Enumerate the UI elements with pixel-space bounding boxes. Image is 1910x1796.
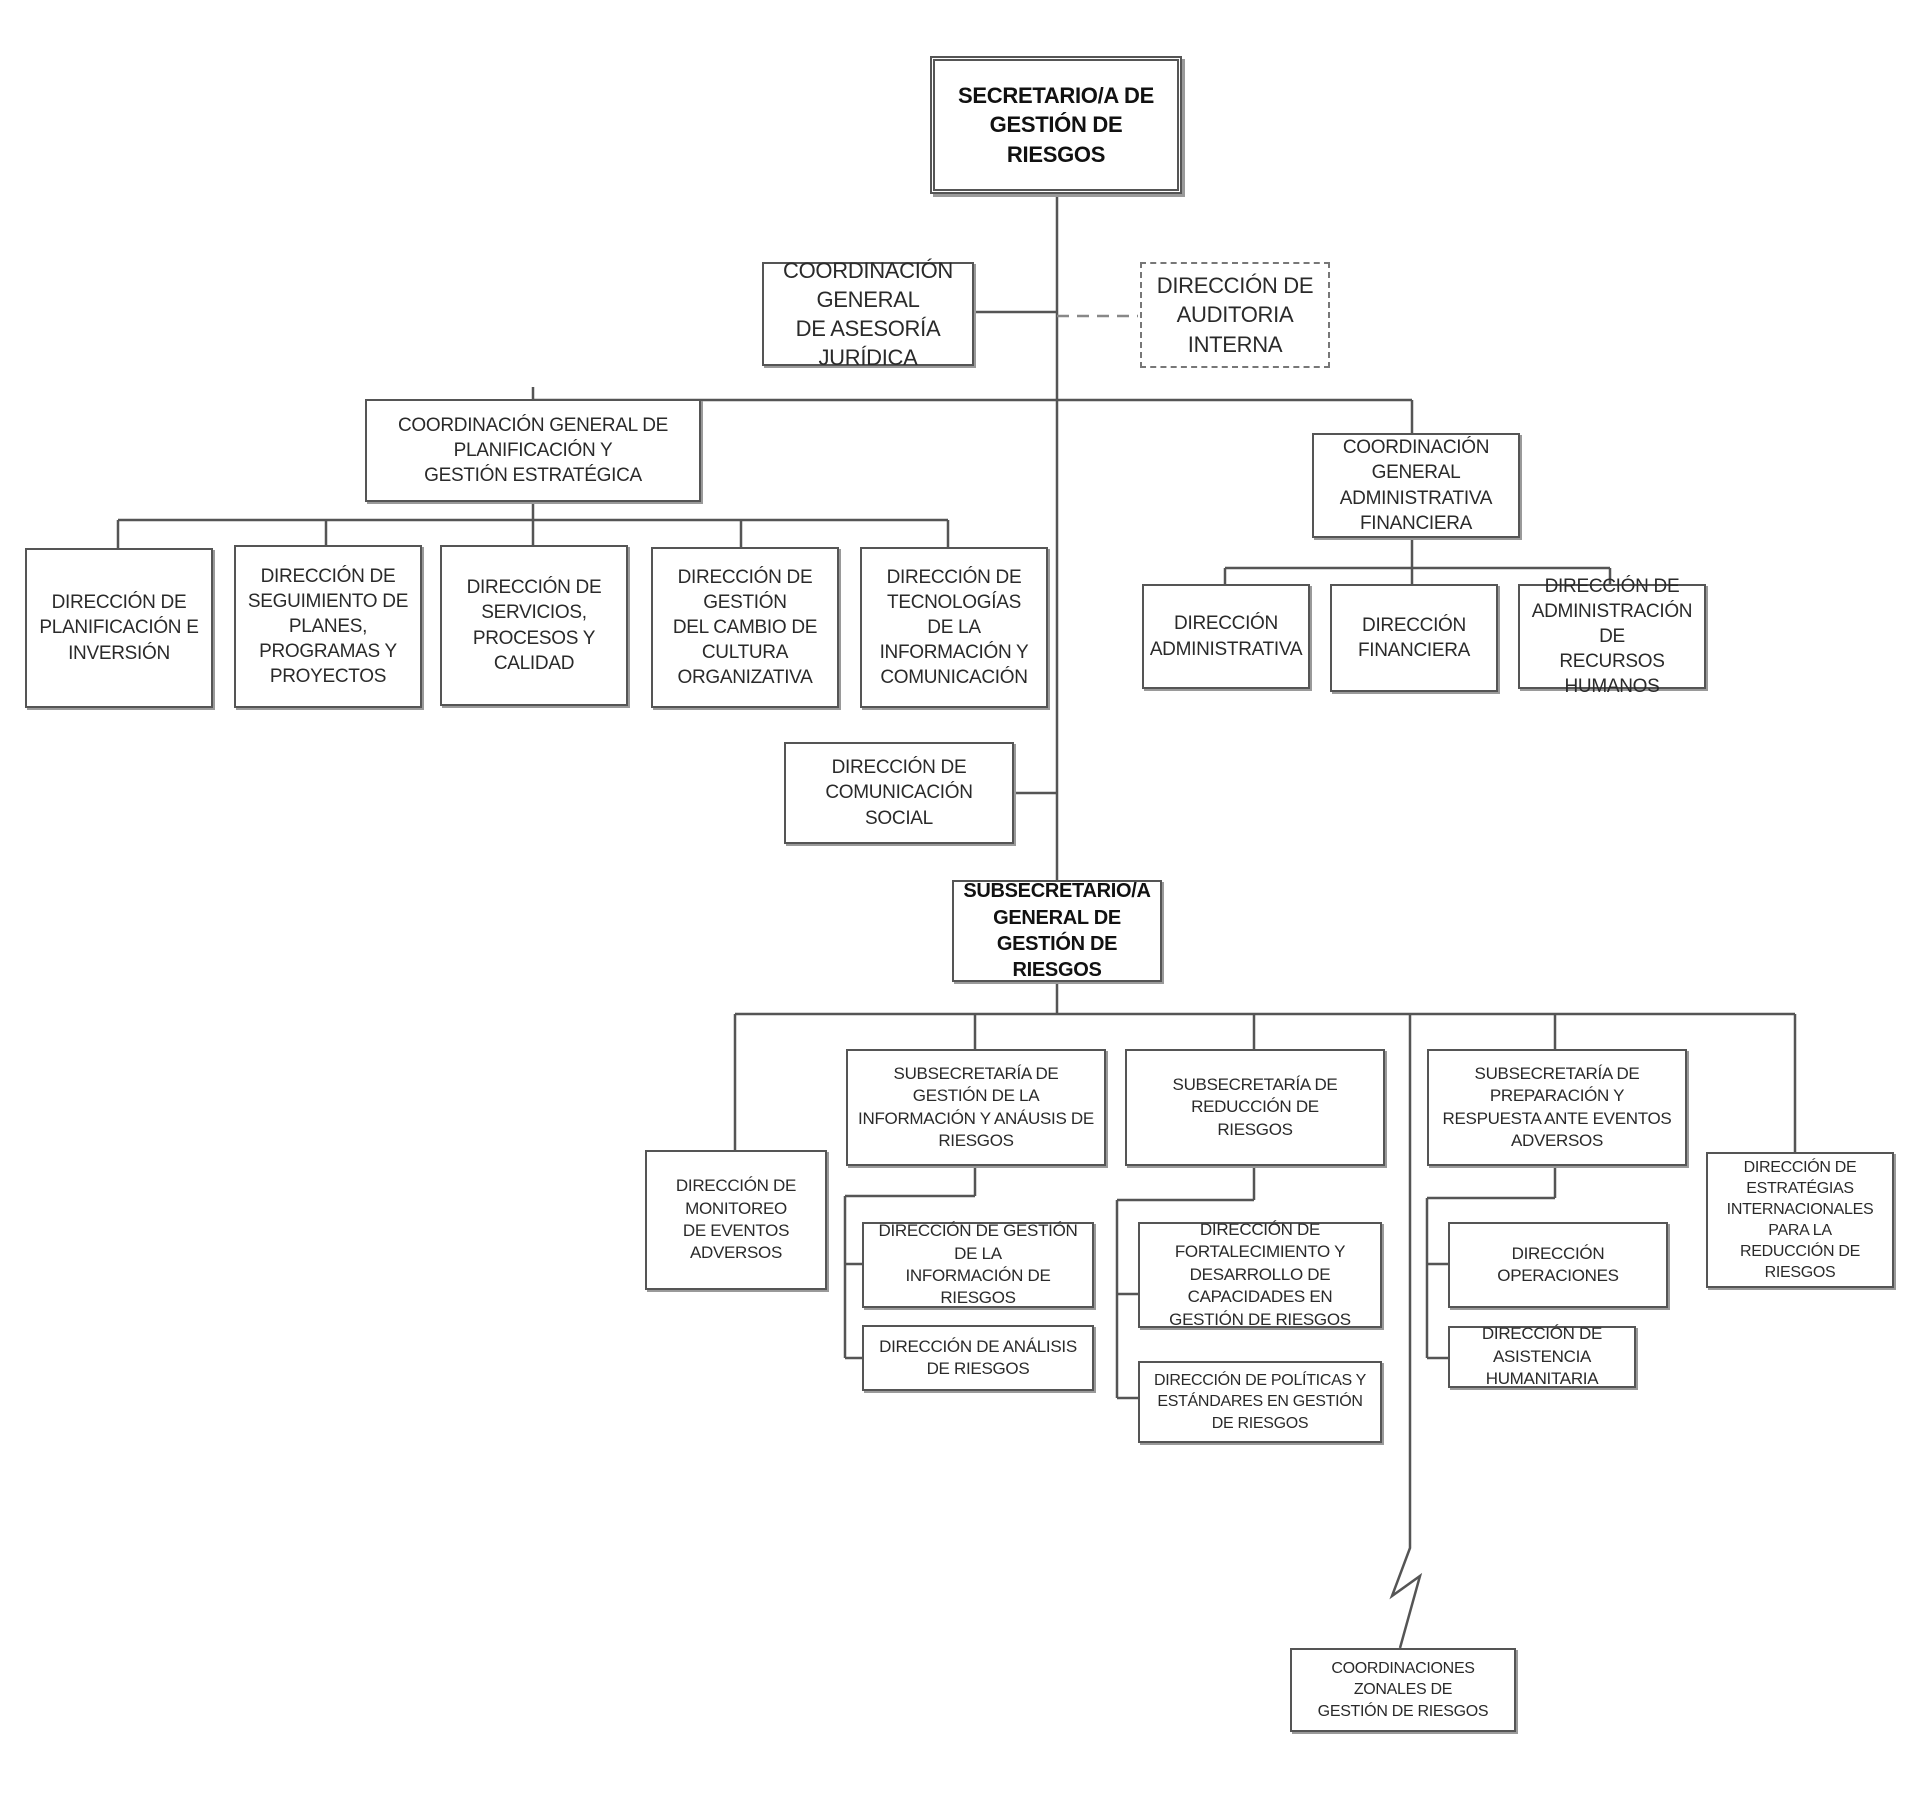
node-dir-politicas-label: DIRECCIÓN DE POLÍTICAS Y ESTÁNDARES EN G… [1153, 1372, 1367, 1432]
node-dir-fortalecimiento: DIRECCIÓN DE FORTALECIMIENTO Y DESARROLL… [1138, 1219, 1382, 1329]
node-secretario-label: SECRETARIO/A DE GESTIÓN DE RIESGOS [958, 83, 1154, 167]
node-dir-politicas: DIRECCIÓN DE POLÍTICAS Y ESTÁNDARES EN G… [1138, 1361, 1382, 1443]
node-dir-administrativa: DIRECCIÓN ADMINISTRATIVA [1142, 584, 1310, 689]
node-auditoria-interna-label: DIRECCIÓN DE AUDITORIA INTERNA [1156, 273, 1314, 357]
node-dir-rrhh-label: DIRECCIÓN DE ADMINISTRACIÓN DE RECURSOS … [1531, 575, 1693, 698]
node-coord-administrativa-label: COORDINACIÓN GENERAL ADMINISTRATIVA FINA… [1339, 437, 1493, 534]
node-dir-seguimiento: DIRECCIÓN DE SEGUIMIENTO DE PLANES, PROG… [234, 545, 422, 708]
node-dir-servicios-label: DIRECCIÓN DE SERVICIOS, PROCESOS Y CALID… [466, 577, 602, 674]
node-sub-reduccion: SUBSECRETARÍA DE REDUCCIÓN DE RIESGOS [1125, 1049, 1385, 1166]
node-dir-administrativa-label: DIRECCIÓN ADMINISTRATIVA [1149, 613, 1303, 660]
node-dir-financiera: DIRECCIÓN FINANCIERA [1330, 584, 1498, 692]
node-dir-financiera-label: DIRECCIÓN FINANCIERA [1357, 614, 1471, 661]
node-coordinaciones-zonales: COORDINACIONES ZONALES DE GESTIÓN DE RIE… [1290, 1648, 1516, 1732]
node-dir-fortalecimiento-label: DIRECCIÓN DE FORTALECIMIENTO Y DESARROLL… [1169, 1219, 1351, 1329]
node-sub-informacion: SUBSECRETARÍA DE GESTIÓN DE LA INFORMACI… [846, 1049, 1106, 1166]
node-dir-asistencia-label: DIRECCIÓN DE ASISTENCIA HUMANITARIA [1481, 1324, 1603, 1389]
node-dir-comunicacion-social: DIRECCIÓN DE COMUNICACIÓN SOCIAL [784, 742, 1014, 844]
node-coord-administrativa: COORDINACIÓN GENERAL ADMINISTRATIVA FINA… [1312, 433, 1520, 538]
node-dir-asistencia: DIRECCIÓN DE ASISTENCIA HUMANITARIA [1448, 1324, 1636, 1389]
node-secretario: SECRETARIO/A DE GESTIÓN DE RIESGOS [930, 56, 1182, 194]
node-dir-gestion-informacion: DIRECCIÓN DE GESTIÓN DE LA INFORMACIÓN D… [862, 1221, 1094, 1308]
node-subsecretario: SUBSECRETARIO/A GENERAL DE GESTIÓN DE RI… [952, 880, 1162, 982]
node-dir-rrhh: DIRECCIÓN DE ADMINISTRACIÓN DE RECURSOS … [1518, 576, 1706, 697]
node-dir-planificacion: DIRECCIÓN DE PLANIFICACIÓN E INVERSIÓN [25, 548, 213, 708]
node-dir-analisis-label: DIRECCIÓN DE ANÁLISIS DE RIESGOS [879, 1336, 1077, 1378]
connector-zonales [1389, 1014, 1423, 1649]
node-dir-analisis: DIRECCIÓN DE ANÁLISIS DE RIESGOS [862, 1325, 1094, 1391]
node-dir-gestion-informacion-label: DIRECCIÓN DE GESTIÓN DE LA INFORMACIÓN D… [878, 1221, 1078, 1308]
node-dir-estrategias-label: DIRECCIÓN DE ESTRATÉGIAS INTERNACIONALES… [1726, 1158, 1874, 1282]
node-dir-monitoreo-label: DIRECCIÓN DE MONITOREO DE EVENTOS ADVERS… [675, 1176, 797, 1263]
node-auditoria-interna: DIRECCIÓN DE AUDITORIA INTERNA [1140, 262, 1330, 368]
node-dir-comunicacion-social-label: DIRECCIÓN DE COMUNICACIÓN SOCIAL [825, 757, 973, 829]
node-dir-operaciones-label: DIRECCIÓN OPERACIONES [1497, 1243, 1619, 1285]
node-sub-reduccion-label: SUBSECRETARÍA DE REDUCCIÓN DE RIESGOS [1172, 1074, 1338, 1139]
node-dir-monitoreo: DIRECCIÓN DE MONITOREO DE EVENTOS ADVERS… [645, 1150, 827, 1290]
node-sub-preparacion-label: SUBSECRETARÍA DE PREPARACIÓN Y RESPUESTA… [1442, 1063, 1672, 1150]
node-coord-planificacion-label: COORDINACIÓN GENERAL DE PLANIFICACIÓN Y … [397, 414, 669, 487]
node-dir-seguimiento-label: DIRECCIÓN DE SEGUIMIENTO DE PLANES, PROG… [247, 565, 409, 688]
node-subsecretario-label: SUBSECRETARIO/A GENERAL DE GESTIÓN DE RI… [963, 880, 1151, 982]
node-dir-tecnologias: DIRECCIÓN DE TECNOLOGÍAS DE LA INFORMACI… [860, 547, 1048, 708]
node-dir-estrategias: DIRECCIÓN DE ESTRATÉGIAS INTERNACIONALES… [1706, 1152, 1894, 1288]
node-sub-preparacion: SUBSECRETARÍA DE PREPARACIÓN Y RESPUESTA… [1427, 1049, 1687, 1166]
node-coordinaciones-zonales-label: COORDINACIONES ZONALES DE GESTIÓN DE RIE… [1317, 1660, 1489, 1720]
node-coord-planificacion: COORDINACIÓN GENERAL DE PLANIFICACIÓN Y … [365, 399, 701, 502]
node-dir-cambio-cultura: DIRECCIÓN DE GESTIÓN DEL CAMBIO DE CULTU… [651, 547, 839, 708]
node-dir-tecnologias-label: DIRECCIÓN DE TECNOLOGÍAS DE LA INFORMACI… [879, 566, 1029, 689]
node-asesoria-juridica-label: COORDINACIÓN GENERAL DE ASESORÍA JURÍDIC… [783, 257, 953, 371]
node-dir-servicios: DIRECCIÓN DE SERVICIOS, PROCESOS Y CALID… [440, 545, 628, 706]
node-dir-planificacion-label: DIRECCIÓN DE PLANIFICACIÓN E INVERSIÓN [39, 592, 199, 664]
node-asesoria-juridica: COORDINACIÓN GENERAL DE ASESORÍA JURÍDIC… [762, 258, 974, 370]
node-dir-operaciones: DIRECCIÓN OPERACIONES [1448, 1222, 1668, 1308]
node-dir-cambio-cultura-label: DIRECCIÓN DE GESTIÓN DEL CAMBIO DE CULTU… [672, 566, 818, 689]
node-sub-informacion-label: SUBSECRETARÍA DE GESTIÓN DE LA INFORMACI… [858, 1063, 1094, 1150]
